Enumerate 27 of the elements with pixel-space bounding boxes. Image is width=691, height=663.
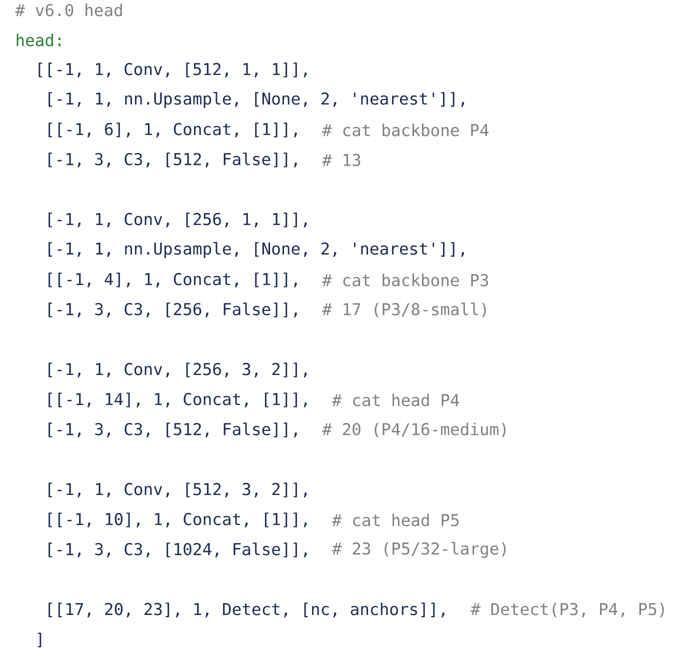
code-comment: # cat backbone P3: [322, 274, 488, 286]
code-line: [[-1, 6], 1, Concat, [1]],: [48, 122, 297, 138]
code-line: [[-1, 10], 1, Concat, [1]],: [48, 512, 307, 528]
code-line: [-1, 1, nn.Upsample, [None, 2, 'nearest']],: [48, 92, 464, 108]
yaml-key: head:: [16, 34, 60, 46]
code-line: [[-1, 14], 1, Concat, [1]],: [48, 392, 307, 408]
code-comment: # 23 (P5/32-large): [332, 542, 506, 558]
code-comment: # cat backbone P4: [322, 124, 489, 136]
code-line: [[17, 20, 23], 1, Detect, [nc, anchors]],: [48, 602, 444, 618]
code-comment: # cat head P5: [332, 514, 459, 526]
code-comment: # Detect(P3, P4, P5): [470, 602, 664, 618]
code-line: [-1, 3, C3, [512, False]],: [48, 422, 297, 438]
code-comment: # cat head P4: [332, 394, 460, 406]
code-comment: # 20 (P4/16-medium): [322, 422, 506, 438]
code-comment: # v6.0 head: [15, 4, 122, 16]
code-line: [[-1, 4], 1, Concat, [1]],: [48, 272, 297, 288]
code-line: [-1, 1, Conv, [512, 3, 2]],: [48, 482, 307, 498]
code-line: [-1, 1, nn.Upsample, [None, 2, 'nearest']],: [48, 242, 464, 258]
code-line: [-1, 3, C3, [256, False]],: [48, 302, 297, 318]
code-line: [-1, 3, C3, [512, False]],: [48, 152, 297, 168]
code-line: [-1, 3, C3, [1024, False]],: [48, 542, 307, 558]
code-line: [-1, 1, Conv, [256, 3, 2]],: [48, 362, 307, 378]
code-comment: # 17 (P3/8-small): [322, 302, 486, 318]
code-line: [[-1, 1, Conv, [512, 1, 1]],: [38, 62, 307, 78]
code-line: ]: [38, 632, 42, 648]
code-line: [-1, 1, Conv, [256, 1, 1]],: [48, 212, 307, 228]
code-comment: # 13: [322, 154, 360, 166]
